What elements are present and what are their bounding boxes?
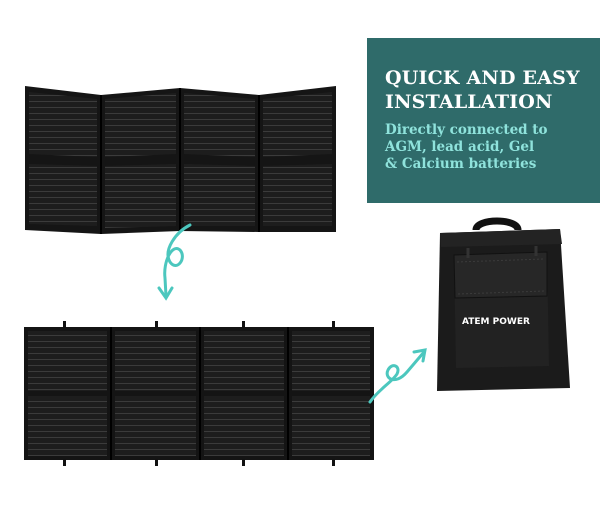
bag-brand-logo: ATEM POWER <box>462 317 530 327</box>
info-subtitle-line-1: Directly connected to <box>385 122 548 138</box>
info-title: QUICK AND EASY INSTALLATION <box>385 66 586 114</box>
carry-bag <box>437 217 570 391</box>
curly-arrow-right-icon <box>368 348 427 404</box>
unfolded-solar-panel <box>24 321 374 466</box>
curly-arrow-down-icon <box>157 223 192 301</box>
info-title-line-1: QUICK AND EASY <box>385 67 580 89</box>
installation-info-box: QUICK AND EASY INSTALLATION Directly con… <box>367 38 600 203</box>
folded-solar-panel <box>25 86 336 234</box>
info-subtitle-line-3: & Calcium batteries <box>385 156 537 172</box>
info-subtitle-line-2: AGM, lead acid, Gel <box>385 139 535 155</box>
info-subtitle: Directly connected to AGM, lead acid, Ge… <box>385 122 586 173</box>
info-title-line-2: INSTALLATION <box>385 91 553 113</box>
